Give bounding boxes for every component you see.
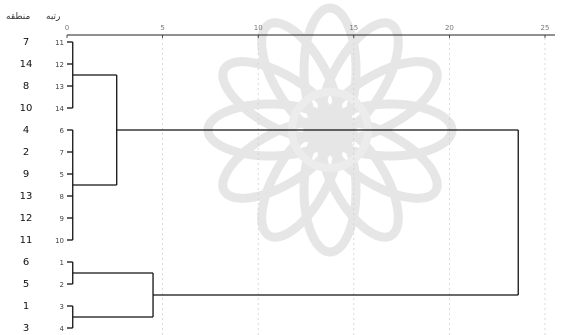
rank-column-header: رتبه [46,12,60,22]
x-tick-label: 0 [65,24,69,32]
x-tick-label: 25 [541,24,550,32]
rank-label: 1 [60,259,64,267]
zone-label: 8 [23,81,29,92]
zone-label: 11 [20,235,33,246]
rank-label: 14 [55,105,64,113]
rank-label: 5 [60,171,64,179]
rank-label: 8 [60,193,64,201]
rank-label: 7 [60,149,64,157]
rank-label: 11 [55,39,64,47]
x-tick-label: 20 [445,24,454,32]
zone-label: 12 [20,213,33,224]
zone-label: 7 [23,37,29,48]
rank-label: 13 [55,83,64,91]
rank-label: 3 [60,303,64,311]
zone-column-header: منطقه [6,12,30,22]
x-tick-label: 15 [349,24,358,32]
zone-label: 5 [23,279,29,290]
zone-label: 2 [23,147,29,158]
rank-label: 9 [60,215,64,223]
x-tick-label: 5 [160,24,164,32]
zone-label: 3 [23,323,29,334]
zone-label: 13 [20,191,33,202]
zone-label: 14 [20,59,33,70]
rank-label: 6 [60,127,65,135]
zone-label: 1 [23,301,29,312]
zone-label: 6 [23,257,29,268]
zone-label: 10 [20,103,33,114]
rank-label: 12 [55,61,64,69]
rank-label: 10 [55,237,64,245]
x-tick-label: 10 [254,24,263,32]
rank-label: 4 [60,325,65,333]
rank-label: 2 [60,281,64,289]
zone-label: 9 [23,169,29,180]
zone-label: 4 [23,125,29,136]
